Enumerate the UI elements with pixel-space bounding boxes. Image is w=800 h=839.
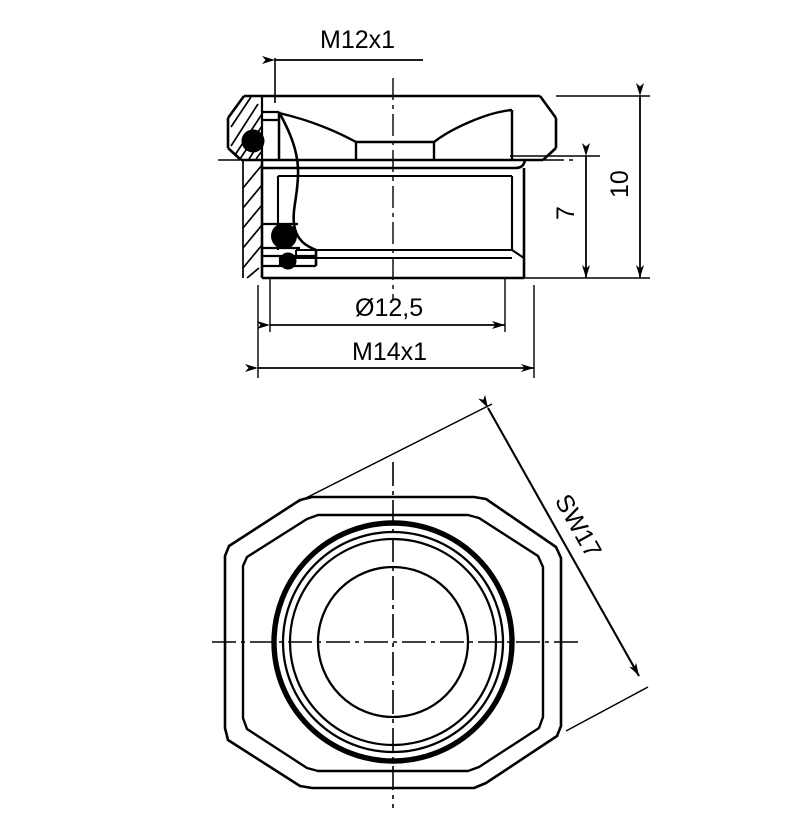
section-view-group: M12x1 10 7 Ø12,5 bbox=[218, 26, 650, 378]
dimension-height-7: 7 bbox=[510, 143, 600, 278]
dimension-sw17: SW17 bbox=[291, 394, 649, 732]
section-hatch-shank bbox=[242, 160, 263, 279]
dimension-height-10: 10 bbox=[524, 83, 650, 279]
hex-inner-outline bbox=[241, 513, 545, 773]
internal-bore-profile bbox=[277, 111, 318, 266]
dimension-label-m12x1: M12x1 bbox=[320, 26, 395, 54]
hex-facet-lines bbox=[277, 108, 514, 160]
dimension-thread-outer: M14x1 bbox=[245, 285, 535, 378]
dimension-label-10: 10 bbox=[606, 170, 634, 198]
o-ring-lower-main bbox=[271, 223, 297, 249]
dimension-m12x1: M12x1 bbox=[262, 26, 423, 103]
dimension-bore-diameter: Ø12,5 bbox=[257, 278, 506, 332]
body-outline bbox=[226, 94, 558, 162]
o-ring-upper bbox=[241, 129, 265, 153]
hex-outer-outline bbox=[223, 495, 563, 790]
head-left-step bbox=[260, 96, 281, 160]
dimension-label-m14x1: M14x1 bbox=[352, 338, 427, 366]
plan-view-group: SW17 bbox=[212, 394, 649, 808]
thread-lines bbox=[276, 174, 525, 260]
dimension-label-7: 7 bbox=[552, 206, 580, 220]
o-ring-lower-small bbox=[279, 252, 297, 270]
dimension-label-bore: Ø12,5 bbox=[355, 294, 423, 322]
